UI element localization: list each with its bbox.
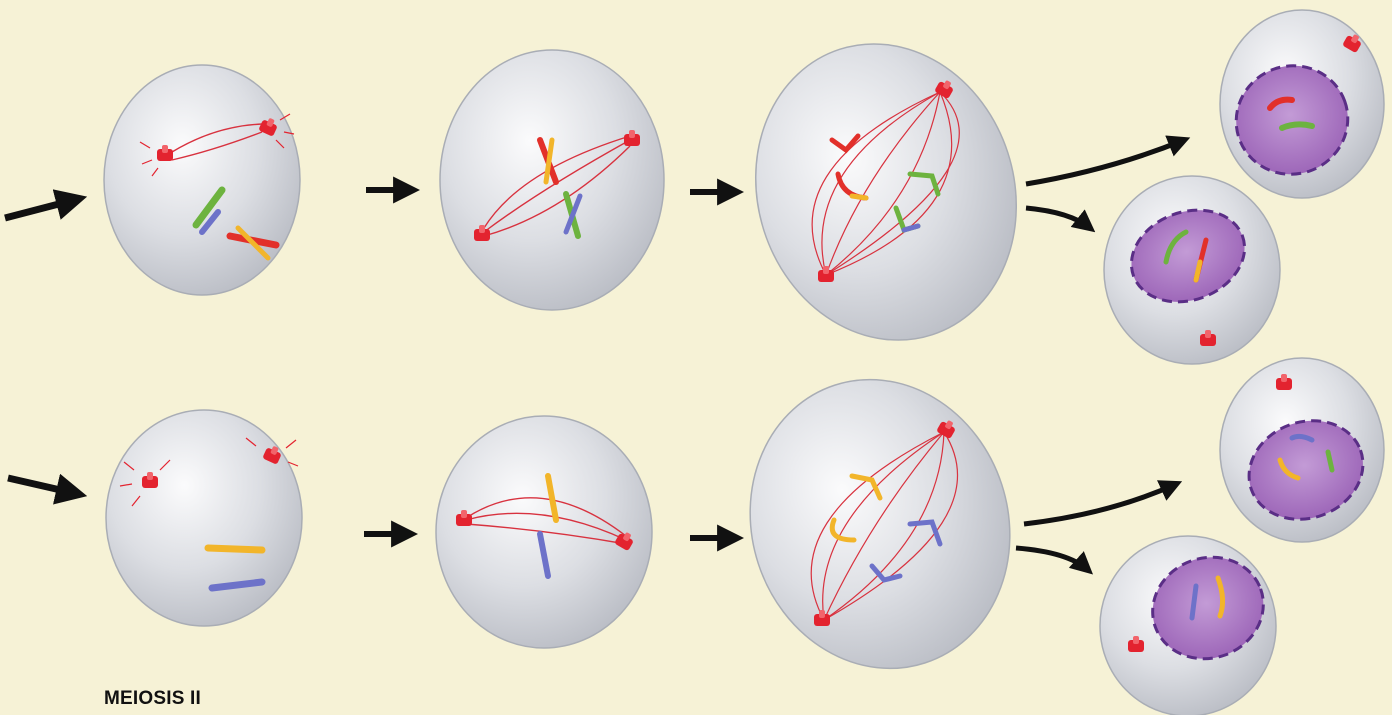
cell-prophase-ii-top [104, 65, 300, 295]
chromosome [208, 548, 262, 550]
cell-metaphase-ii-bottom [436, 416, 652, 648]
daughter-cell-2 [1104, 176, 1280, 364]
figure-caption: MEIOSIS II [104, 688, 201, 710]
cell-metaphase-ii-top [440, 50, 664, 310]
arrow-to-daughter-3 [1024, 484, 1176, 524]
arrow-to-daughter-4 [1016, 548, 1088, 570]
incoming-arrow-bottom [8, 478, 78, 494]
incoming-arrow-top [5, 199, 78, 218]
cell-prophase-ii-bottom [106, 410, 302, 626]
daughter-cell-1 [1220, 10, 1384, 198]
daughter-cell-3 [1220, 358, 1384, 542]
daughter-cell-4 [1100, 536, 1278, 715]
cell-anaphase-ii-top [718, 10, 1054, 374]
cell-anaphase-ii-bottom [713, 346, 1047, 703]
arrow-to-daughter-2 [1026, 208, 1090, 228]
arrow-to-daughter-1 [1026, 140, 1184, 184]
